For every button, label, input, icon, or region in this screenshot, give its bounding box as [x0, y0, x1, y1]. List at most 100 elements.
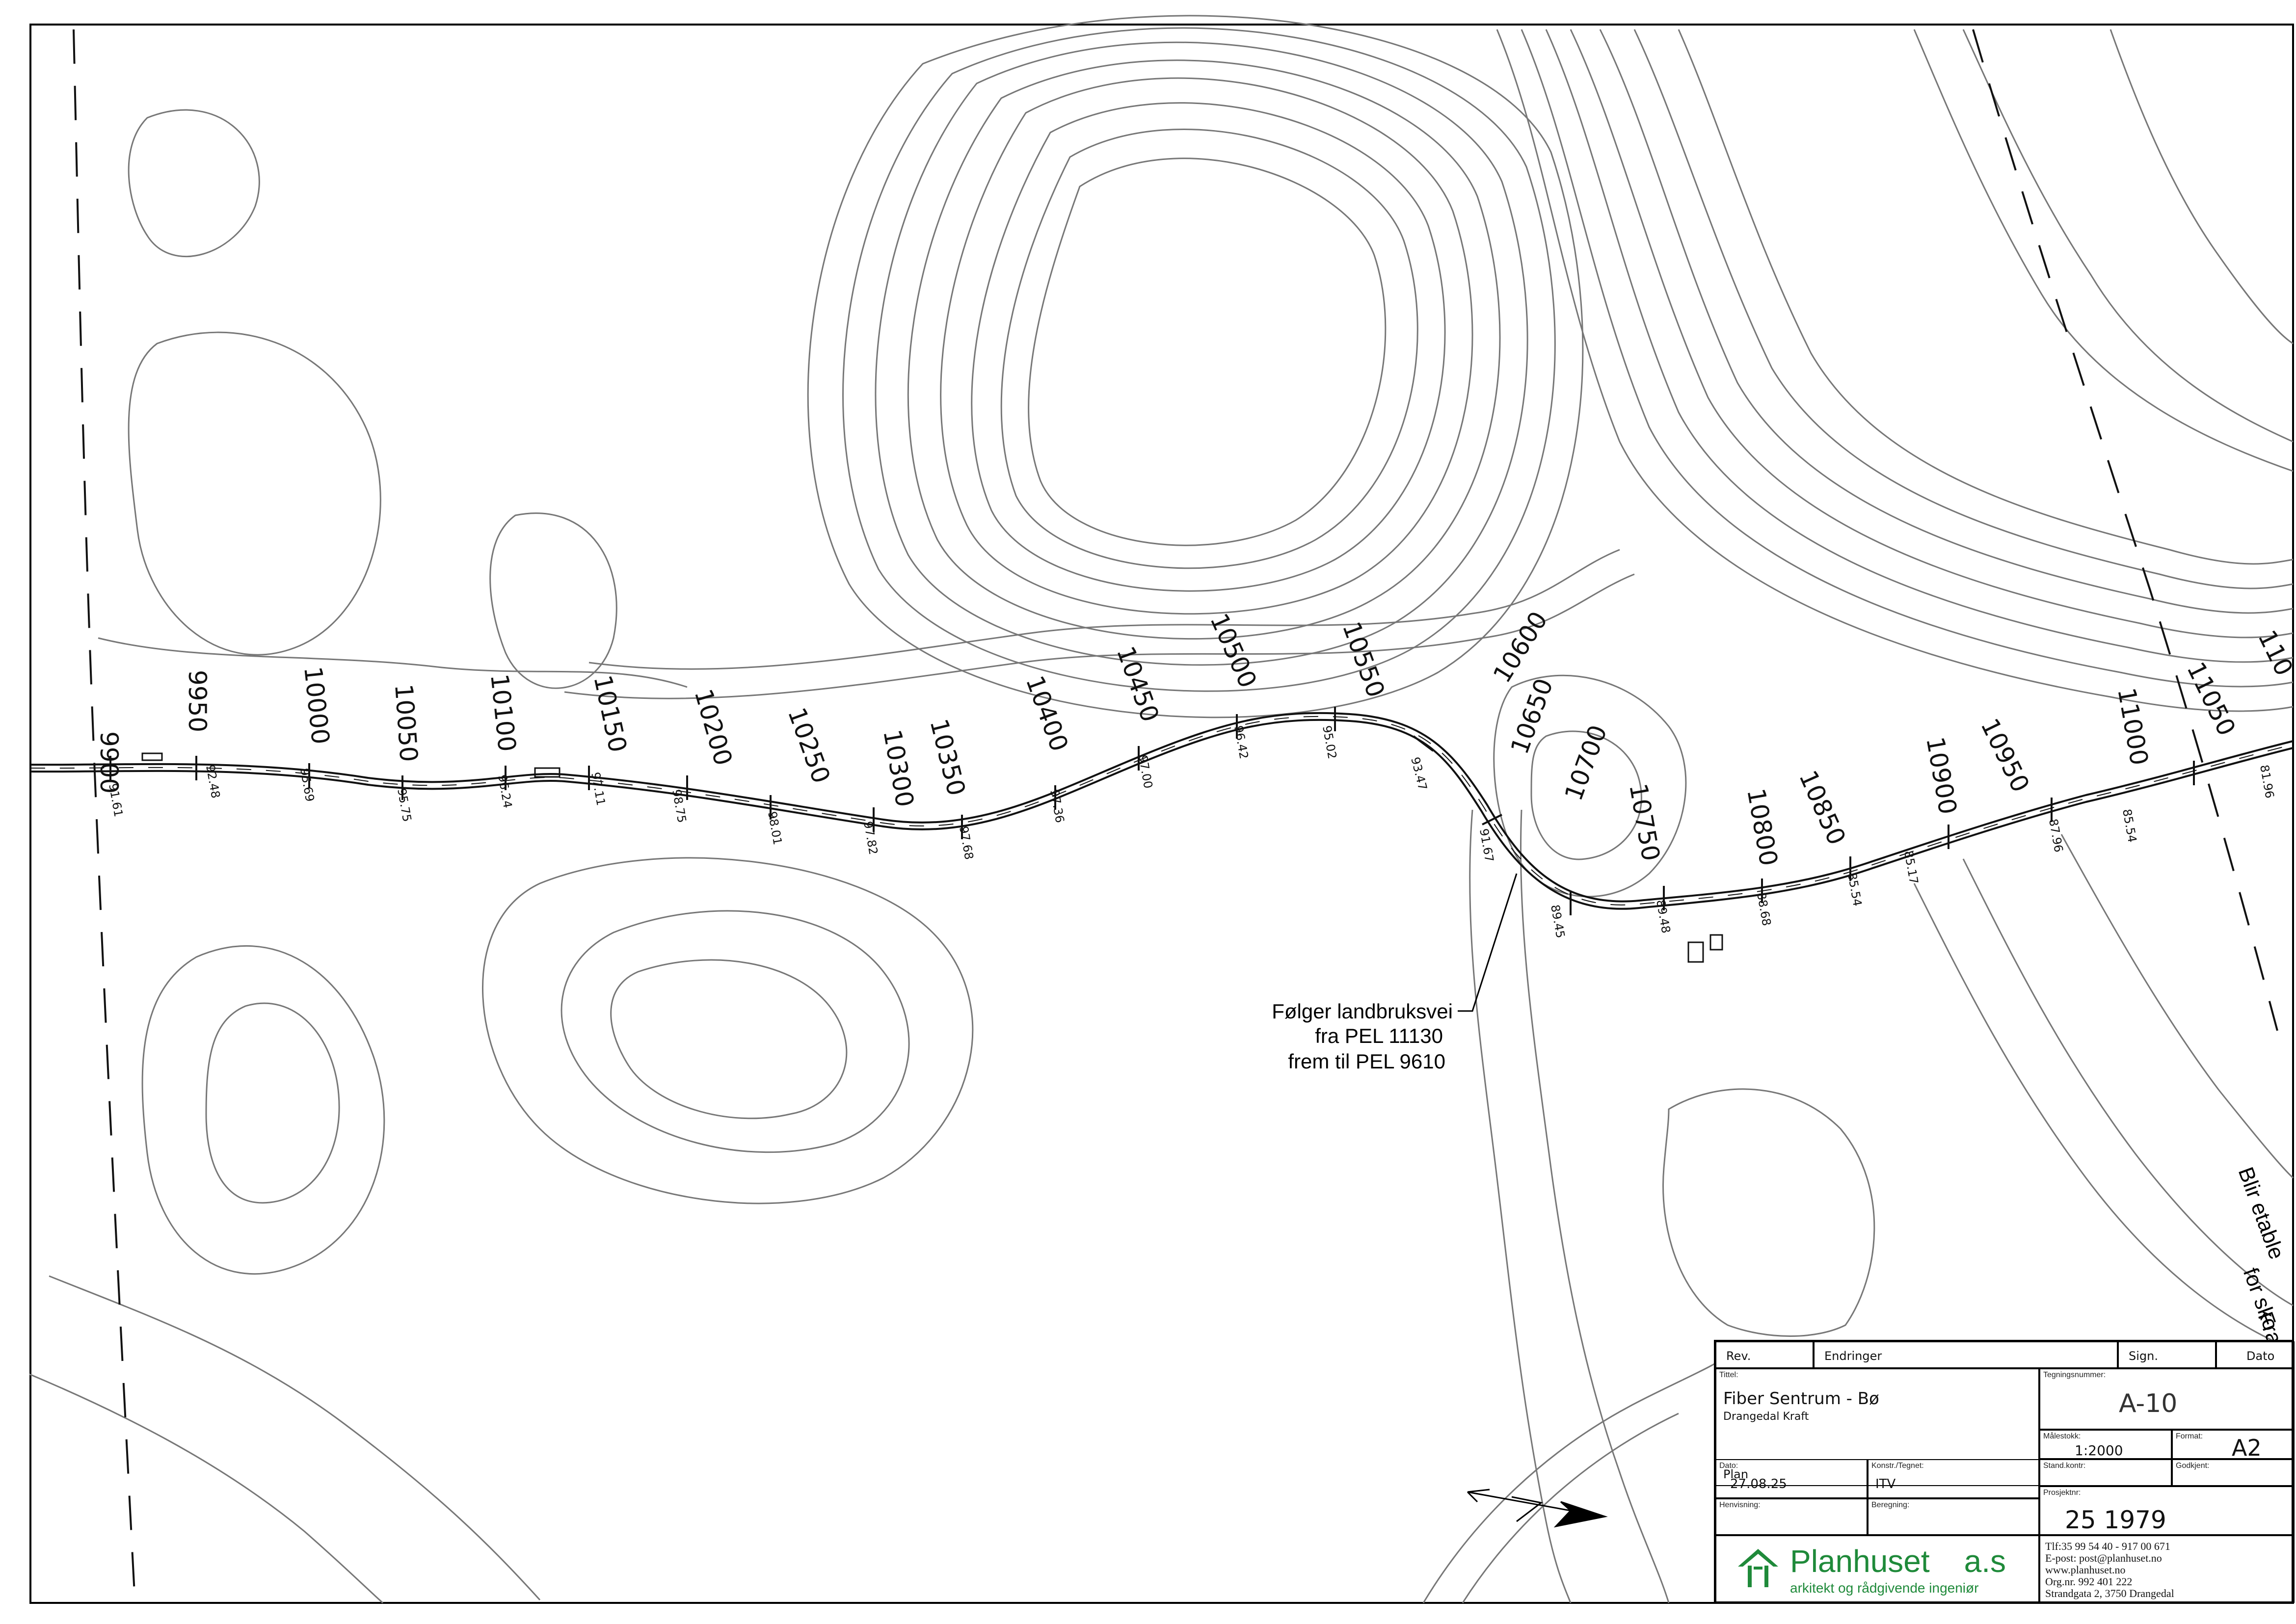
company-tagline: arkitekt og rådgivende ingeniør: [1790, 1580, 1979, 1596]
project-number: 25 1979: [2065, 1506, 2166, 1534]
property-boundaries: [73, 29, 2278, 1603]
contour-lines: [29, 15, 2294, 1604]
contact-address: Strandgata 2, 3750 Drangedal: [2045, 1587, 2174, 1599]
station-label: 10400: [1020, 672, 1074, 755]
station-label: 10250: [782, 704, 836, 787]
station-labels: 9900 9950 10000 10050 10100 10150 10200 …: [95, 607, 2296, 868]
station-label: 10050: [389, 683, 423, 763]
elevation-label: 87.96: [2046, 818, 2066, 853]
station-label: 9900: [95, 731, 123, 794]
side-annotation-line: Blir etable: [2234, 1164, 2289, 1263]
client-name: Drangedal Kraft: [1723, 1411, 1809, 1423]
annotation-line: Følger landbruksvei: [1272, 1000, 1453, 1023]
contact-email: E-post: post@planhuset.no: [2045, 1552, 2162, 1564]
station-label: 10800: [1741, 786, 1783, 868]
scale-label: Målestokk:: [2043, 1432, 2081, 1440]
calc-label: Beregning:: [1871, 1501, 1910, 1509]
changes-label: Endringer: [1824, 1349, 1882, 1363]
elevation-label: 95.02: [1320, 724, 1339, 760]
scale-cell: Målestokk: 1:2000: [2039, 1430, 2172, 1459]
station-label: 10450: [1111, 642, 1165, 725]
drawn-value: ITV: [1875, 1477, 1896, 1491]
elevation-label: 98.75: [669, 788, 689, 824]
station-label: 10900: [1921, 735, 1962, 817]
elevation-label: 98.01: [765, 810, 785, 846]
sign-cell: Sign.: [2118, 1341, 2216, 1368]
format-cell: Format: A2: [2172, 1430, 2295, 1459]
title-cell: Tittel: Fiber Sentrum - Bø Drangedal Kra…: [1715, 1368, 2039, 1486]
elevation-label: 81.96: [2257, 764, 2277, 799]
project-title: Fiber Sentrum - Bø: [1723, 1389, 1879, 1409]
elevation-label: 97.36: [1047, 788, 1067, 824]
elevation-label: 96.42: [1231, 724, 1251, 760]
annotation-line: frem til PEL 9610: [1288, 1050, 1445, 1073]
date-cell: Dato: 27.08.25: [1715, 1459, 1868, 1498]
contact-phone: Tlf:35 99 54 40 - 917 00 671: [2045, 1540, 2170, 1552]
road-alignment: [30, 712, 2294, 910]
company-name: Planhuset a.s: [1790, 1543, 2006, 1579]
station-label: 10350: [924, 716, 971, 799]
drawing-number-cell: Tegningsnummer: A-10: [2039, 1368, 2295, 1430]
route-annotation: Følger landbruksvei fra PEL 11130 frem t…: [1272, 873, 1518, 1073]
annotation-line: fra PEL 11130: [1315, 1024, 1443, 1047]
check-label: Stand.kontr:: [2043, 1462, 2086, 1470]
station-label: 10700: [1559, 721, 1613, 804]
station-label: 10100: [485, 672, 521, 753]
contact-org: Org.nr. 992 401 222: [2045, 1575, 2133, 1588]
station-label: 10200: [689, 686, 738, 769]
elevation-label: 85.54: [2120, 808, 2139, 844]
station-label: 10300: [878, 727, 919, 809]
elevation-label: 88.68: [1754, 891, 1774, 927]
elevation-label: 97.68: [957, 825, 976, 861]
elevation-label: 92.48: [203, 764, 223, 799]
side-annotation: Blir etable for sko Fra: [2234, 1164, 2289, 1348]
station-label: 10150: [588, 672, 632, 755]
contact-web: www.planhuset.no: [2045, 1564, 2126, 1576]
date-value: 27.08.25: [1730, 1477, 1787, 1491]
date-col-label: Dato: [2246, 1349, 2275, 1363]
buildings: [141, 752, 1723, 963]
elevation-label: 91.67: [1477, 827, 1496, 863]
format-label: Format:: [2176, 1432, 2203, 1440]
drawn-label: Konstr./Tegnet:: [1871, 1462, 1924, 1470]
station-ticks: [109, 707, 2195, 915]
drawn-cell: Konstr./Tegnet: ITV: [1868, 1459, 2039, 1498]
contact-cell: Tlf:35 99 54 40 - 917 00 671 E-post: pos…: [2039, 1535, 2295, 1603]
station-label: 10000: [298, 665, 335, 745]
elevation-label: 95.75: [395, 787, 414, 823]
project-number-cell: Prosjektnr: 25 1979: [2039, 1486, 2295, 1535]
drawing-kind: Plan: [1723, 1467, 1749, 1481]
station-label: 10850: [1793, 766, 1851, 849]
station-label: 9950: [183, 670, 212, 732]
station-label: 10600: [1488, 607, 1553, 688]
rev-cell: Rev.: [1715, 1341, 1814, 1368]
sign-label: Sign.: [2129, 1349, 2158, 1363]
station-label: 10750: [1624, 781, 1665, 863]
calc-cell: Beregning:: [1868, 1498, 2039, 1535]
elevation-label: 85.54: [1845, 872, 1865, 907]
drawing-number-label: Tegningsnummer:: [2043, 1371, 2106, 1379]
station-label: 10950: [1975, 714, 2035, 797]
format-value: A2: [2232, 1435, 2262, 1459]
reference-cell: Henvisning:: [1715, 1498, 1868, 1535]
drawing-frame: [29, 24, 2294, 1604]
station-label: 10500: [1204, 609, 1262, 692]
elevation-label: 96.24: [495, 773, 515, 809]
date-col-cell: Dato: [2216, 1341, 2295, 1368]
title-label: Tittel:: [1719, 1371, 1738, 1379]
elevation-label: 95.69: [297, 767, 317, 803]
station-label: 11050: [2181, 658, 2241, 740]
approved-label: Godkjent:: [2176, 1462, 2210, 1470]
drawing-number: A-10: [2119, 1389, 2178, 1418]
check-cell: Stand.kontr:: [2039, 1459, 2172, 1486]
elevation-label: 89.45: [1548, 904, 1568, 939]
house-logo-icon: [1738, 1549, 1778, 1587]
elevation-label: 85.17: [1901, 850, 1921, 885]
reference-label: Henvisning:: [1719, 1501, 1761, 1509]
station-label: 10550: [1337, 618, 1390, 701]
scale-value: 1:2000: [2075, 1442, 2123, 1459]
company-name-text: Planhuset: [1790, 1544, 1930, 1579]
date-label: Dato:: [1719, 1462, 1738, 1470]
company-suffix-text: a.s: [1964, 1544, 2006, 1579]
